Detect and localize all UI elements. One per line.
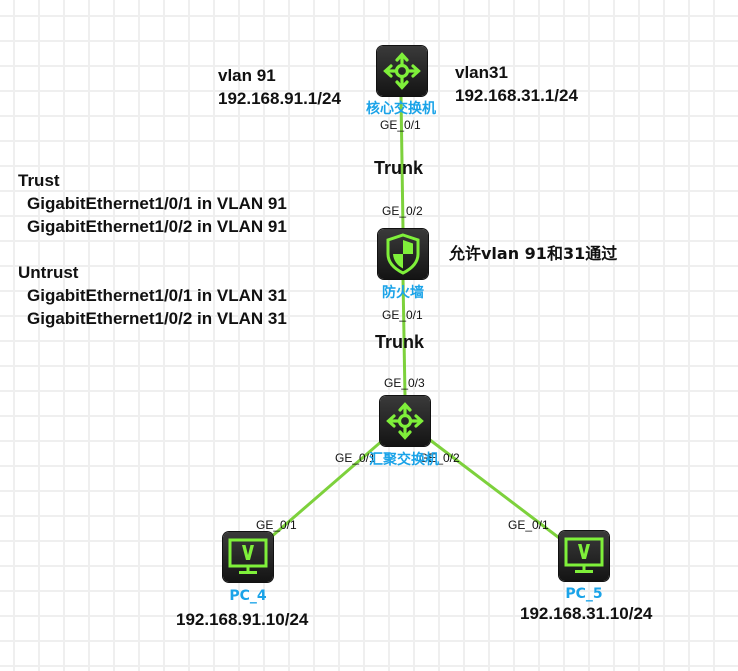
- firewall-shield-icon: [386, 233, 420, 275]
- router-switch-icon: [386, 402, 424, 440]
- firewall-port-ge01: GE_0/1: [382, 308, 423, 322]
- vlan31-ip: 192.168.31.1/24: [455, 86, 578, 105]
- agg-port-ge01: GE_0/1: [335, 451, 376, 465]
- firewall-label: 防火墙: [382, 285, 424, 301]
- pc4-ip: 192.168.91.10/24: [176, 610, 309, 629]
- pc-monitor-icon: [228, 538, 268, 574]
- trust-title: Trust: [18, 171, 60, 190]
- agg-switch-device[interactable]: [380, 396, 430, 446]
- vlan31-note: vlan31 192.168.31.1/24: [455, 61, 578, 107]
- trust-item: GigabitEthernet1/0/1 in VLAN 91: [27, 194, 287, 213]
- vlan91-note: vlan 91 192.168.91.1/24: [218, 64, 341, 110]
- untrust-item: GigabitEthernet1/0/2 in VLAN 31: [27, 309, 287, 328]
- untrust-item: GigabitEthernet1/0/1 in VLAN 31: [27, 286, 287, 305]
- pc4-device[interactable]: [223, 532, 273, 582]
- link-firewall-agg[interactable]: [401, 277, 407, 397]
- vlan31-title: vlan31: [455, 63, 508, 82]
- pc4-port-ge01: GE_0/1: [256, 518, 297, 532]
- allow-vlan-note: 允许vlan 91和31通过: [449, 244, 618, 263]
- pc5-label: PC_5: [565, 586, 603, 602]
- firewall-device[interactable]: [378, 229, 428, 279]
- link-agg-pc5[interactable]: [404, 419, 584, 558]
- vlan91-title: vlan 91: [218, 66, 276, 85]
- agg-port-ge03: GE_0/3: [384, 376, 425, 390]
- trust-zone-note: Trust GigabitEthernet1/0/1 in VLAN 91 Gi…: [18, 169, 287, 238]
- link-core-firewall[interactable]: [399, 95, 405, 230]
- firewall-port-ge02: GE_0/2: [382, 204, 423, 218]
- vlan91-ip: 192.168.91.1/24: [218, 89, 341, 108]
- core-switch-device[interactable]: [377, 46, 427, 96]
- link-label-trunk-lower: Trunk: [375, 332, 425, 352]
- link-agg-pc4[interactable]: [247, 419, 406, 559]
- pc4-label: PC_4: [229, 588, 267, 604]
- link-label-trunk-upper: Trunk: [374, 158, 424, 178]
- pc5-ip: 192.168.31.10/24: [520, 604, 653, 623]
- agg-switch-label: 汇聚交换机: [369, 452, 439, 468]
- core-switch-label: 核心交换机: [366, 101, 436, 117]
- untrust-zone-note: Untrust GigabitEthernet1/0/1 in VLAN 31 …: [18, 261, 287, 330]
- agg-port-ge02: GE_0/2: [419, 451, 460, 465]
- core-port-ge01: GE_0/1: [380, 118, 421, 132]
- pc5-port-ge01: GE_0/1: [508, 518, 549, 532]
- pc-monitor-icon: [564, 537, 604, 573]
- pc5-device[interactable]: [559, 531, 609, 581]
- untrust-title: Untrust: [18, 263, 79, 282]
- router-switch-icon: [383, 52, 421, 90]
- trust-item: GigabitEthernet1/0/2 in VLAN 91: [27, 217, 287, 236]
